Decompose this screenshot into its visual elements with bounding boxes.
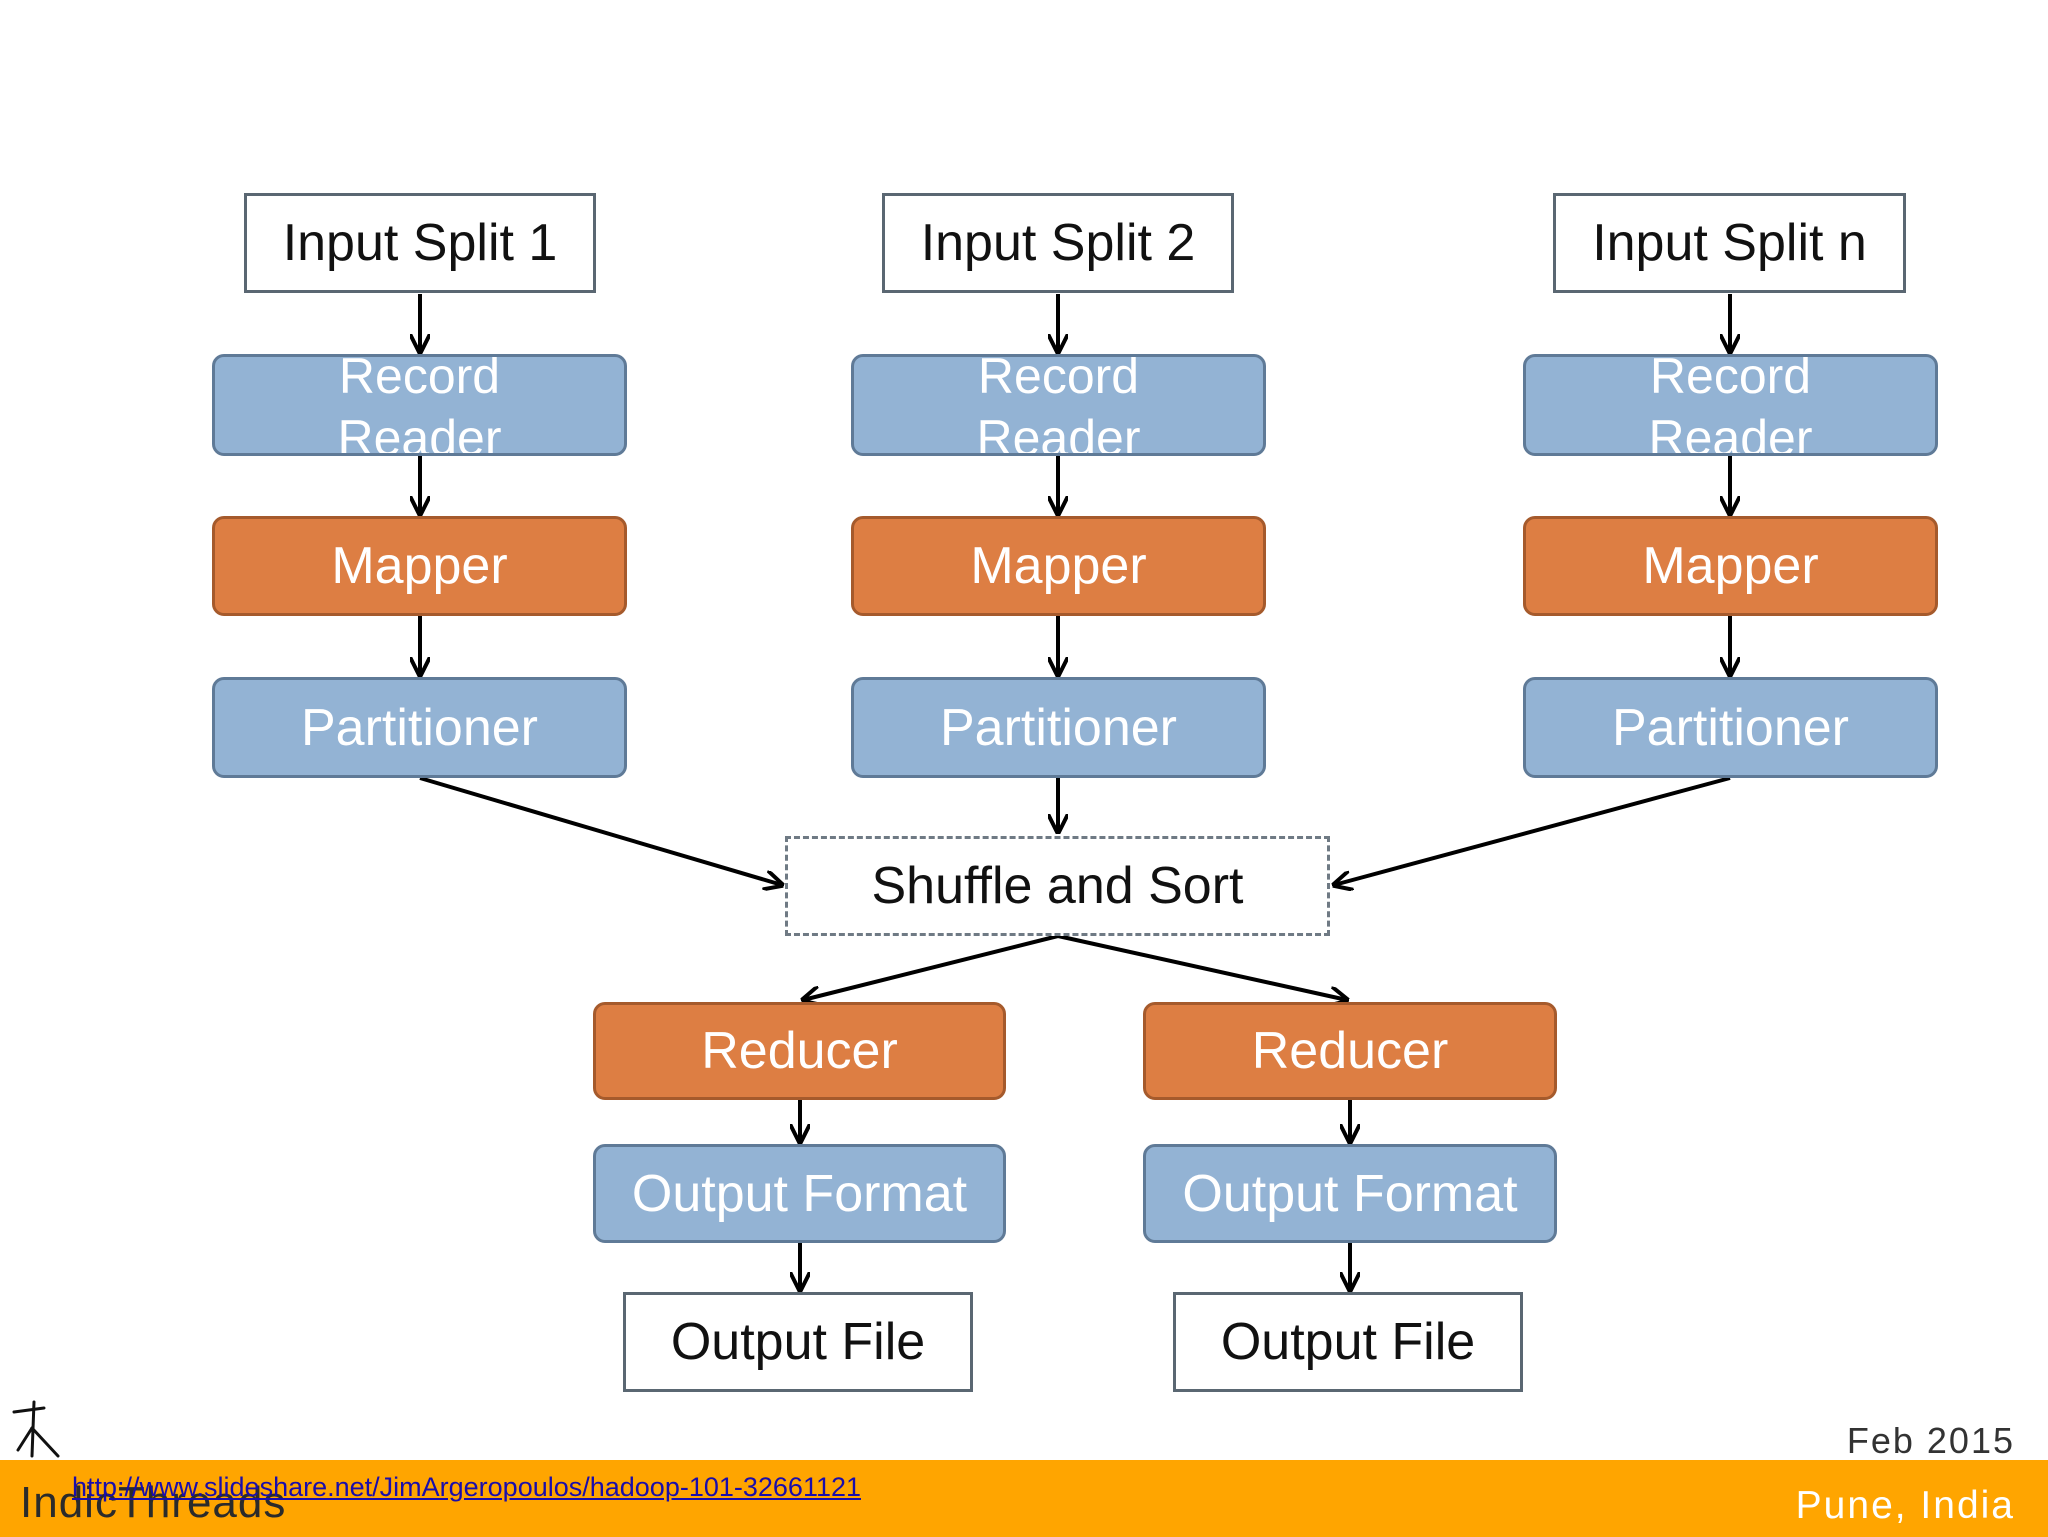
source-link[interactable]: http://www.slideshare.net/JimArgeropoulo… — [72, 1472, 861, 1502]
record-reader-2-line-1: Record — [977, 354, 1140, 404]
record-reader-1-line-2: Reader — [337, 410, 502, 456]
logo-text: IndicThreads — [20, 1478, 287, 1527]
input-split-1: Input Split 1 — [244, 193, 596, 293]
date-label: Feb 2015 — [1846, 1420, 2015, 1461]
arrow-shuffle-to-reducer1 — [803, 934, 1059, 1000]
input-split-2: Input Split 2 — [882, 193, 1234, 293]
partitioner-1: Partitioner — [212, 677, 627, 778]
mapper-2: Mapper — [851, 516, 1266, 616]
partitioner-n: Partitioner — [1523, 677, 1938, 778]
reducer-1: Reducer — [593, 1002, 1006, 1100]
arrow-shuffle-to-reducer2 — [1057, 934, 1347, 1000]
location-label: Pune, India — [1795, 1484, 2015, 1527]
footer-bar — [0, 1460, 2048, 1537]
arrow-partitionern-to-shuffle — [1334, 776, 1731, 885]
input-split-n: Input Split n — [1553, 193, 1906, 293]
output-file-2: Output File — [1173, 1292, 1523, 1392]
shuffle-and-sort: Shuffle and Sort — [785, 836, 1330, 936]
partitioner-2: Partitioner — [851, 677, 1266, 778]
indicthreads-logo-icon — [12, 1400, 60, 1458]
output-file-1: Output File — [623, 1292, 973, 1392]
mapper-1: Mapper — [212, 516, 627, 616]
mapper-n: Mapper — [1523, 516, 1938, 616]
record-reader-n-line-2: Reader — [1648, 410, 1813, 456]
output-format-1: Output Format — [593, 1144, 1006, 1243]
record-reader-2-line-2: Reader — [976, 410, 1141, 456]
output-format-2: Output Format — [1143, 1144, 1557, 1243]
record-reader-1-line-1: Record — [338, 354, 501, 404]
reducer-2: Reducer — [1143, 1002, 1557, 1100]
arrow-partitioner1-to-shuffle — [419, 776, 782, 885]
record-reader-n-line-1: Record — [1649, 354, 1812, 404]
